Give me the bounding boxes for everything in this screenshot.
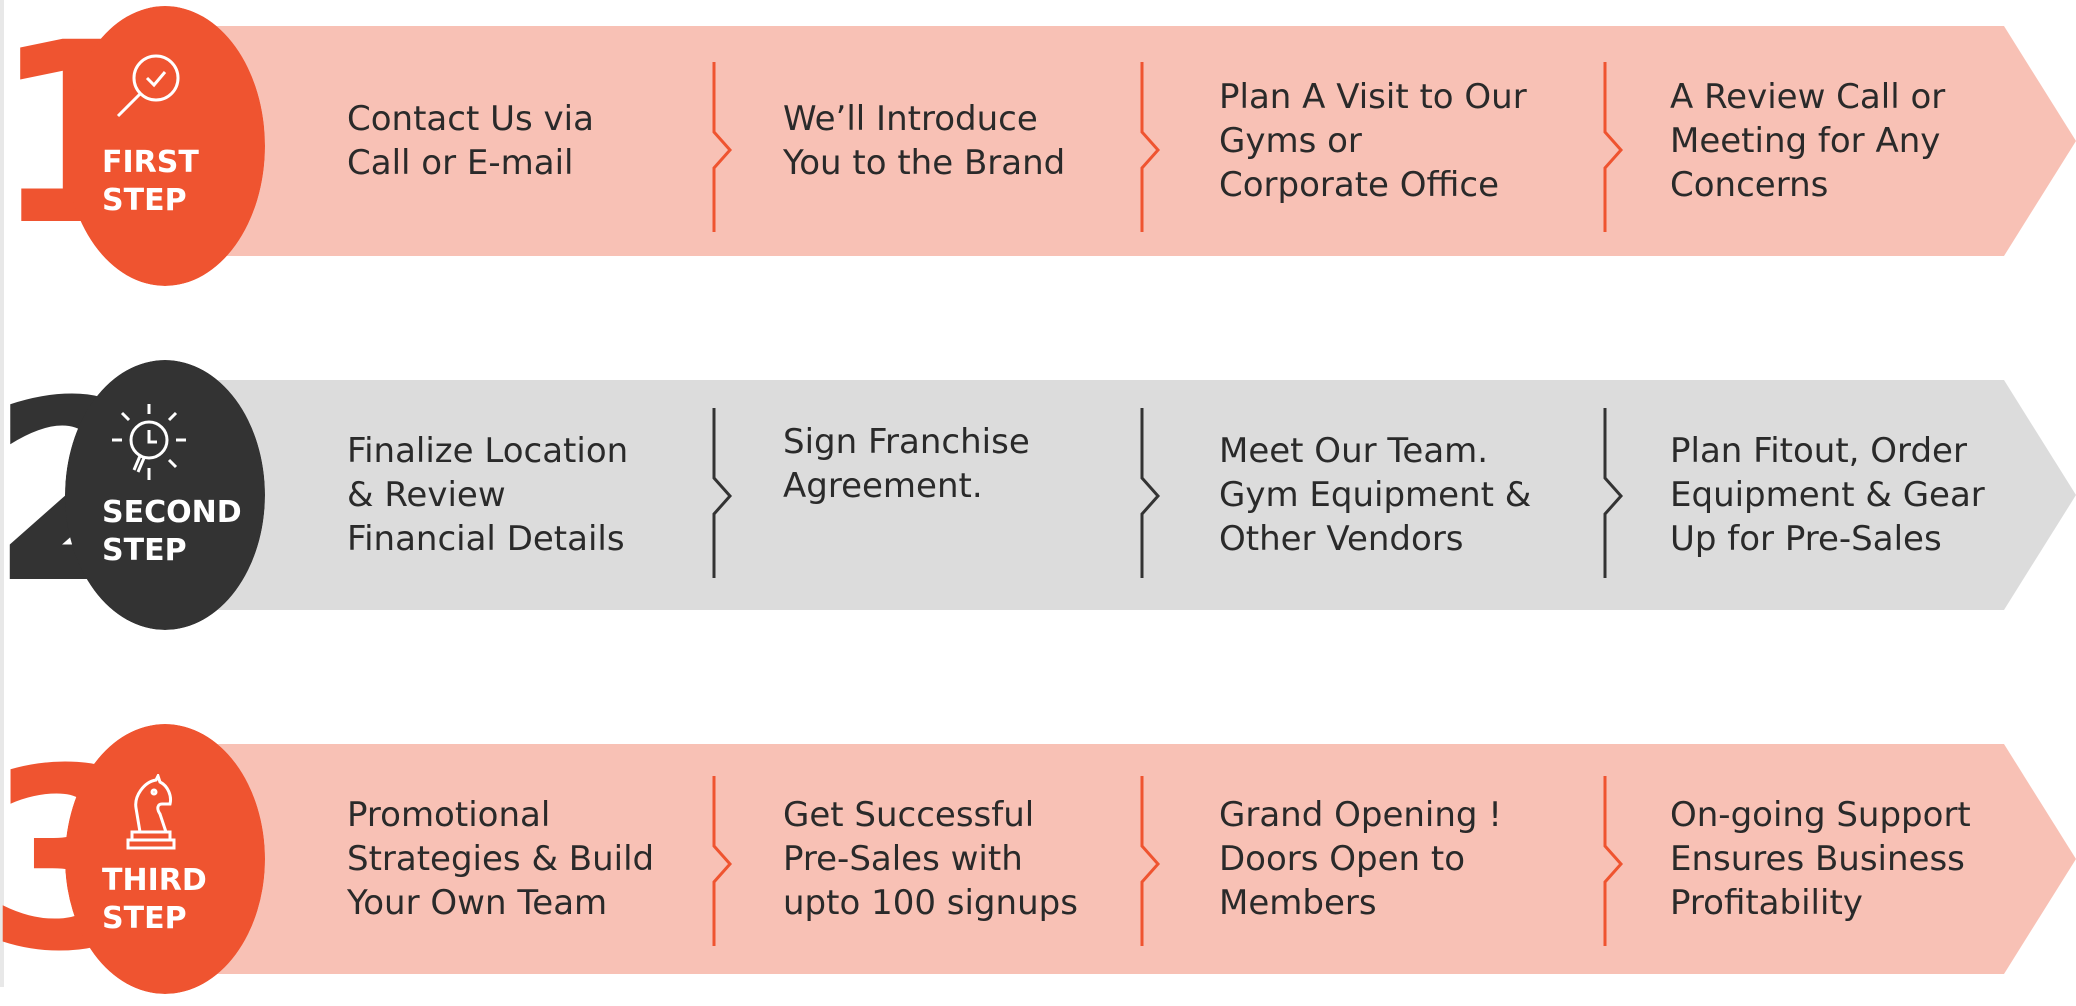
step-item-text: Promotional Strategies & Build Your Own … [347, 795, 655, 923]
chevron-separator [1603, 776, 1633, 946]
step-item: Sign Franchise Agreement. [783, 380, 1030, 610]
magnifier-check-icon [112, 48, 188, 124]
step-row-3: 3 THIRD STEP Promotional Strategies & Bu… [0, 724, 2076, 994]
step-item-text: Finalize Location & Review Financial Det… [347, 431, 629, 559]
chevron-separator [1140, 62, 1170, 232]
step-item-text: Grand Opening ! Doors Open to Members [1219, 795, 1502, 923]
step-item: Grand Opening ! Doors Open to Members [1219, 744, 1502, 974]
step-item: We’ll Introduce You to the Brand [783, 26, 1065, 256]
step-item-text: On-going Support Ensures Business Profit… [1670, 795, 1971, 923]
step-item-text: Get Successful Pre-Sales with upto 100 s… [783, 795, 1078, 923]
step-row-2: 2 SECOND STEP Finalize Location & Review… [0, 360, 2076, 630]
step-item-text: Plan A Visit to Our Gyms or Corporate Of… [1219, 77, 1527, 205]
step-label: FIRST STEP [102, 145, 199, 218]
chevron-separator [1603, 408, 1633, 578]
chevron-separator [712, 408, 742, 578]
step-item: On-going Support Ensures Business Profit… [1670, 744, 1971, 974]
step-item-text: Contact Us via Call or E-mail [347, 99, 594, 183]
left-edge-bar [0, 0, 4, 987]
step-badge [65, 724, 265, 994]
chevron-separator [1140, 408, 1170, 578]
step-item-text: Plan Fitout, Order Equipment & Gear Up f… [1670, 431, 1985, 559]
step-band [150, 380, 2076, 610]
step-band [150, 26, 2076, 256]
step-item: A Review Call or Meeting for Any Concern… [1670, 26, 1945, 256]
step-item-text: Meet Our Team. Gym Equipment & Other Ven… [1219, 431, 1532, 559]
lightbulb-clock-icon [104, 398, 194, 488]
chevron-separator [1140, 776, 1170, 946]
step-label: THIRD STEP [102, 863, 207, 936]
chevron-separator [1603, 62, 1633, 232]
step-item: Meet Our Team. Gym Equipment & Other Ven… [1219, 380, 1531, 610]
step-label: SECOND STEP [102, 495, 242, 568]
step-row-1: 1 FIRST STEP Contact Us via Call or E-ma… [0, 6, 2076, 286]
step-item: Promotional Strategies & Build Your Own … [347, 744, 654, 974]
step-item: Finalize Location & Review Financial Det… [347, 380, 628, 610]
step-item: Contact Us via Call or E-mail [347, 26, 594, 256]
step-item-text: Sign Franchise Agreement. [783, 422, 1030, 506]
step-band [150, 744, 2076, 974]
step-item-text: We’ll Introduce You to the Brand [783, 99, 1066, 183]
step-badge [65, 6, 265, 286]
chevron-separator [712, 62, 742, 232]
chess-knight-icon [122, 772, 182, 854]
step-item-text: A Review Call or Meeting for Any Concern… [1670, 77, 1946, 205]
step-badge [65, 360, 265, 630]
chevron-separator [712, 776, 742, 946]
step-item: Plan A Visit to Our Gyms or Corporate Of… [1219, 26, 1527, 256]
step-item: Plan Fitout, Order Equipment & Gear Up f… [1670, 380, 1985, 610]
step-item: Get Successful Pre-Sales with upto 100 s… [783, 744, 1078, 974]
